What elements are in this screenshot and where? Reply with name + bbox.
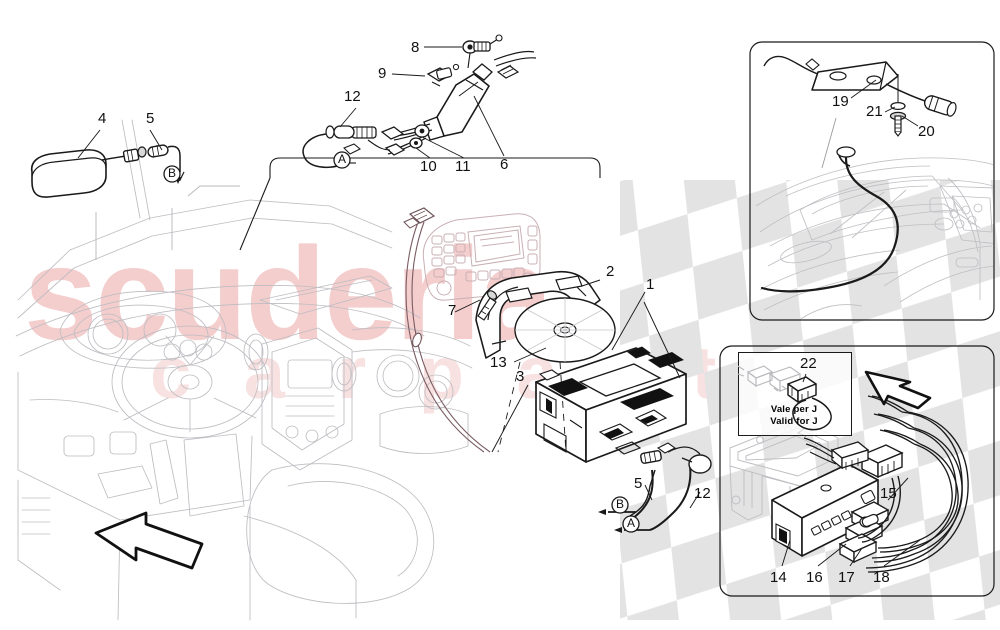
note-line-italian: Vale per J [770, 404, 818, 415]
panel-antenna-amplifier-frame [239, 157, 601, 251]
part-9 [426, 63, 460, 87]
callout-19: 19 [832, 93, 849, 110]
harness-connector-15 [796, 428, 904, 543]
callout-14: 14 [770, 569, 787, 586]
callout-2: 2 [606, 263, 615, 280]
part-10 [409, 137, 423, 149]
callout-7: 7 [448, 302, 457, 319]
note-line-english: Valid for J [770, 415, 818, 427]
callout-1: 1 [646, 276, 655, 293]
note-box-text: Vale per J Valid for J [738, 404, 850, 428]
callout-5-lower: 5 [634, 475, 643, 492]
lower-antenna-lead [598, 442, 712, 533]
callout-18: 18 [873, 569, 890, 586]
panel-rear-window-antenna-frame [749, 41, 995, 321]
navigation-head-unit [535, 346, 687, 463]
part-8 [462, 34, 503, 69]
marker-b-upper-left: B [168, 166, 177, 180]
callout-6: 6 [500, 156, 509, 173]
callout-12: 12 [344, 88, 361, 105]
panel-wiring-harness-frame [719, 345, 995, 597]
callout-22: 22 [800, 355, 817, 372]
callout-4: 4 [98, 110, 107, 127]
antenna-base-part [763, 55, 957, 137]
callout-20: 20 [918, 123, 935, 140]
callout-9: 9 [378, 65, 387, 82]
callout-5: 5 [146, 110, 155, 127]
callout-8: 8 [411, 39, 420, 56]
callout-13: 13 [490, 354, 507, 371]
callout-17: 17 [838, 569, 855, 586]
antenna-pad [30, 149, 107, 198]
callout-3: 3 [516, 368, 525, 385]
callout-16: 16 [806, 569, 823, 586]
marker-b-lower: B [616, 497, 625, 511]
marker-a-lower: A [627, 516, 636, 530]
callout-10: 10 [420, 158, 437, 175]
callout-11: 11 [455, 158, 471, 175]
callout-15: 15 [880, 485, 897, 502]
cd-rom-disc [514, 297, 616, 363]
control-module [771, 463, 879, 557]
part-7-screw [477, 290, 498, 321]
callout-21: 21 [866, 103, 883, 120]
callout-12-lower: 12 [694, 485, 711, 502]
marker-a-top-panel: A [338, 152, 347, 166]
